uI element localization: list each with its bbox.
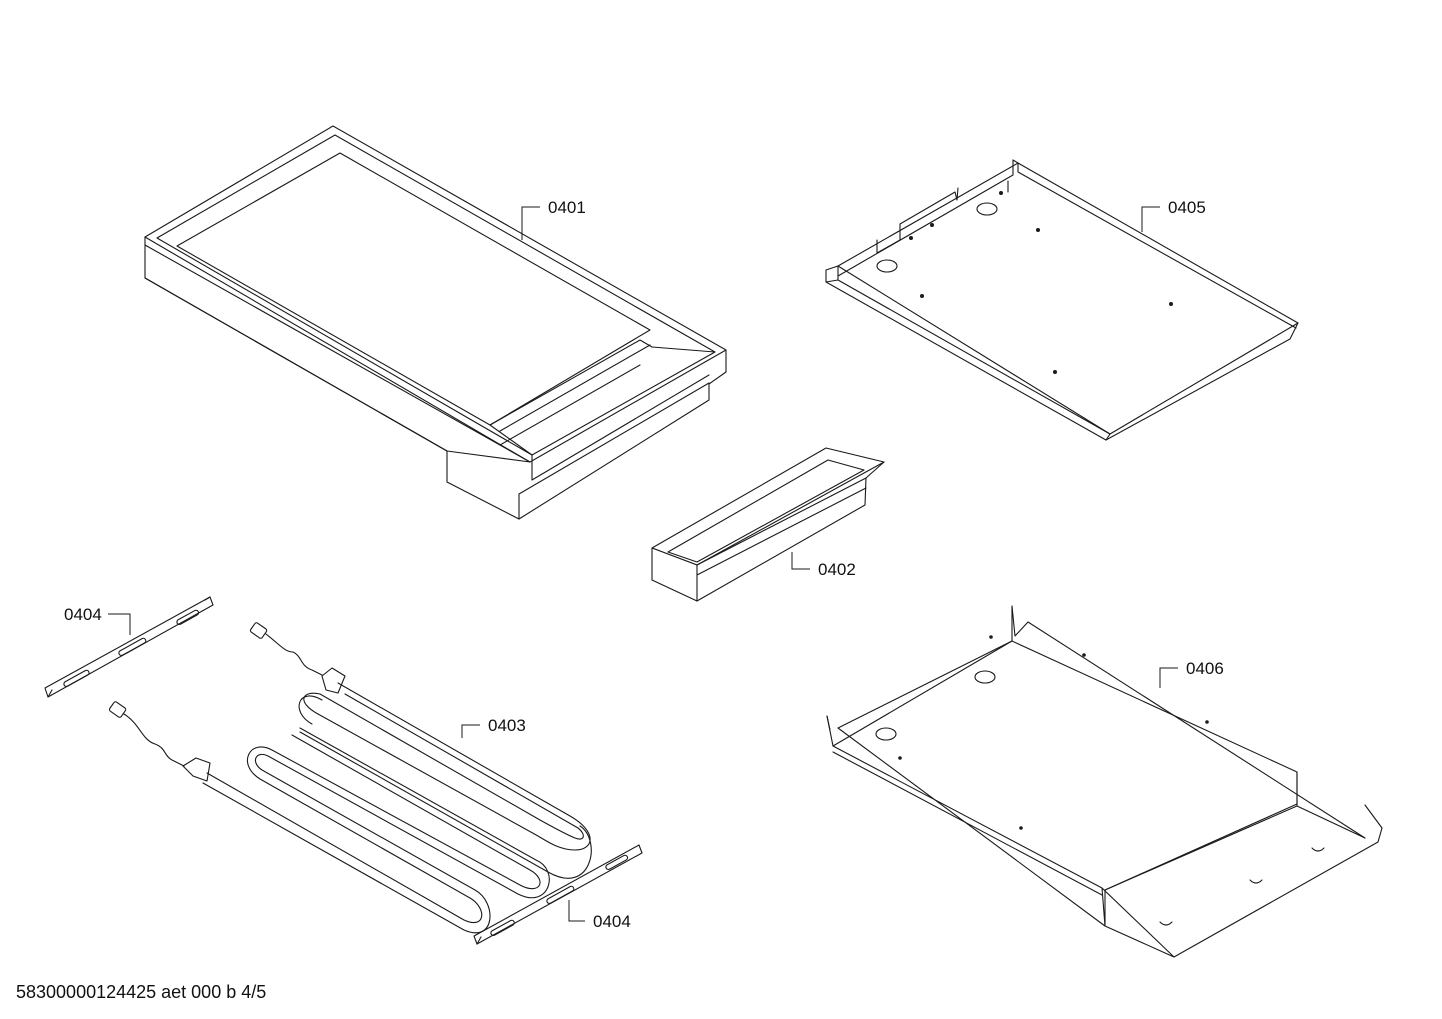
document-reference: 58300000124425 aet 000 b 4/5 [16, 982, 267, 1002]
callout-drip-channel: 0402 [818, 560, 856, 579]
leader-base-pan [1159, 667, 1178, 688]
callout-bracket-lower: 0404 [593, 912, 631, 931]
leader-tray [521, 206, 540, 240]
part-bracket-upper [44, 596, 214, 698]
part-tray [144, 125, 727, 520]
callout-bracket-upper: 0404 [64, 605, 102, 624]
leader-cover-plate [1141, 206, 1160, 232]
leader-lines [108, 206, 1178, 922]
part-bracket-lower [473, 844, 643, 945]
leader-heating-element [461, 724, 480, 738]
leader-drip-channel [791, 552, 810, 570]
leader-bracket-lower [568, 900, 585, 922]
leader-bracket-upper [108, 613, 131, 635]
part-cover-plate [825, 159, 1299, 441]
part-base-pan [826, 605, 1383, 958]
callout-base-pan: 0406 [1186, 659, 1224, 678]
callout-cover-plate: 0405 [1168, 198, 1206, 217]
part-heating-element [108, 622, 592, 934]
part-drip-channel [651, 447, 885, 602]
callout-tray: 0401 [548, 198, 586, 217]
callout-heating-element: 0403 [488, 716, 526, 735]
